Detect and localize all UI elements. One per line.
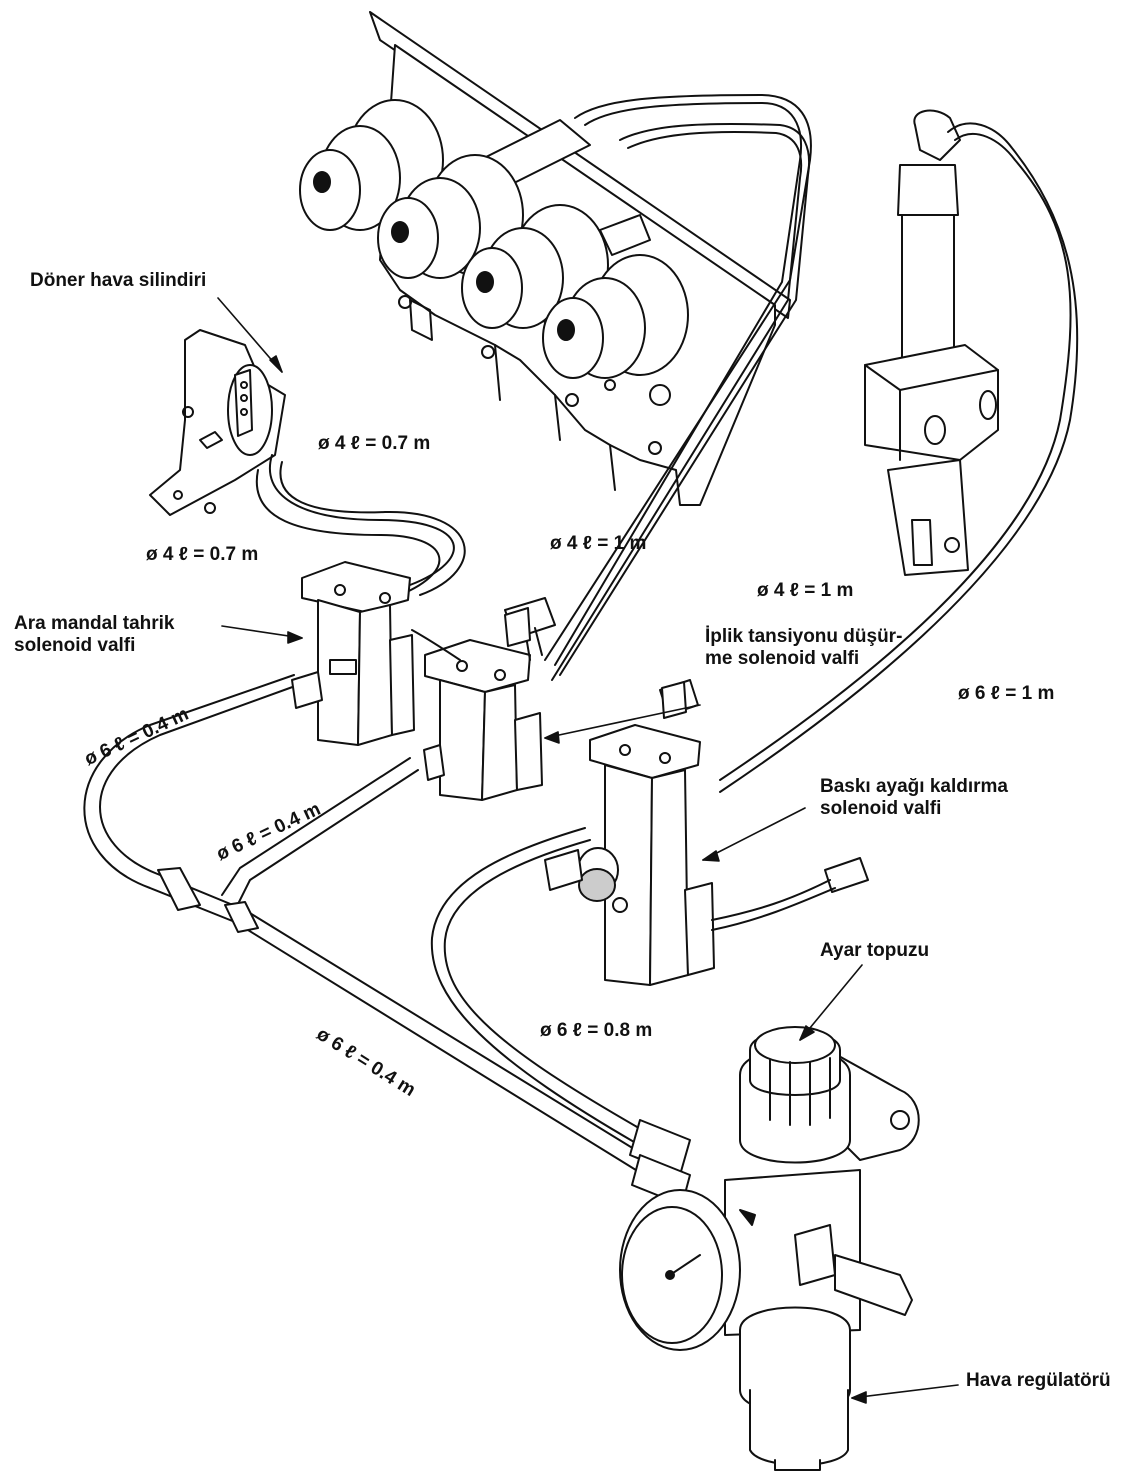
label-intermediate-presser-valve: Ara mandal tahrik solenoid valfi bbox=[14, 613, 175, 657]
dimension-label: ø 4 ℓ = 1 m bbox=[550, 533, 647, 554]
label-line-1: Baskı ayağı kaldırma bbox=[820, 776, 1008, 797]
label-line-1: Ara mandal tahrik bbox=[14, 613, 175, 634]
dimension-label: ø 4 ℓ = 1 m bbox=[757, 580, 854, 601]
label-rotary-cylinder-text: Döner hava silindiri bbox=[30, 270, 207, 291]
dimension-label: ø 6 ℓ = 0.8 m bbox=[540, 1020, 653, 1041]
label-line-2: solenoid valfi bbox=[14, 635, 136, 656]
rotary-cylinder bbox=[149, 329, 286, 516]
leader-lines bbox=[217, 297, 959, 1404]
dimension-label: ø 6 ℓ = 1 m bbox=[958, 683, 1055, 704]
tension-knobs bbox=[299, 99, 689, 379]
air-regulator bbox=[619, 1026, 920, 1471]
valve-thread-tension bbox=[423, 597, 556, 801]
label-line-2: solenoid valfi bbox=[820, 798, 942, 819]
label-line-1: İplik tansiyonu düşür- bbox=[705, 626, 903, 647]
label-rotary-cylinder: Döner hava silindiri bbox=[30, 270, 206, 292]
label-adjust-knob-text: Ayar topuzu bbox=[820, 940, 930, 961]
label-air-regulator: Hava regülatörü bbox=[966, 1370, 1111, 1392]
label-air-regulator-text: Hava regülatörü bbox=[966, 1370, 1111, 1391]
tubing bbox=[83, 94, 812, 1206]
electric-connectors bbox=[411, 607, 687, 719]
valve-presser-foot bbox=[544, 679, 869, 986]
valve-intermediate-presser bbox=[291, 561, 415, 746]
label-thread-tension-valve: İplik tansiyonu düşür- me solenoid valfi bbox=[705, 626, 902, 670]
dimension-label: ø 4 ℓ = 0.7 m bbox=[318, 433, 431, 454]
label-presser-foot-valve: Baskı ayağı kaldırma solenoid valfi bbox=[820, 776, 1008, 820]
label-adjust-knob: Ayar topuzu bbox=[820, 940, 929, 962]
air-cylinder bbox=[719, 109, 1079, 793]
dimension-label: ø 4 ℓ = 0.7 m bbox=[146, 544, 259, 565]
label-line-2: me solenoid valfi bbox=[705, 648, 860, 669]
